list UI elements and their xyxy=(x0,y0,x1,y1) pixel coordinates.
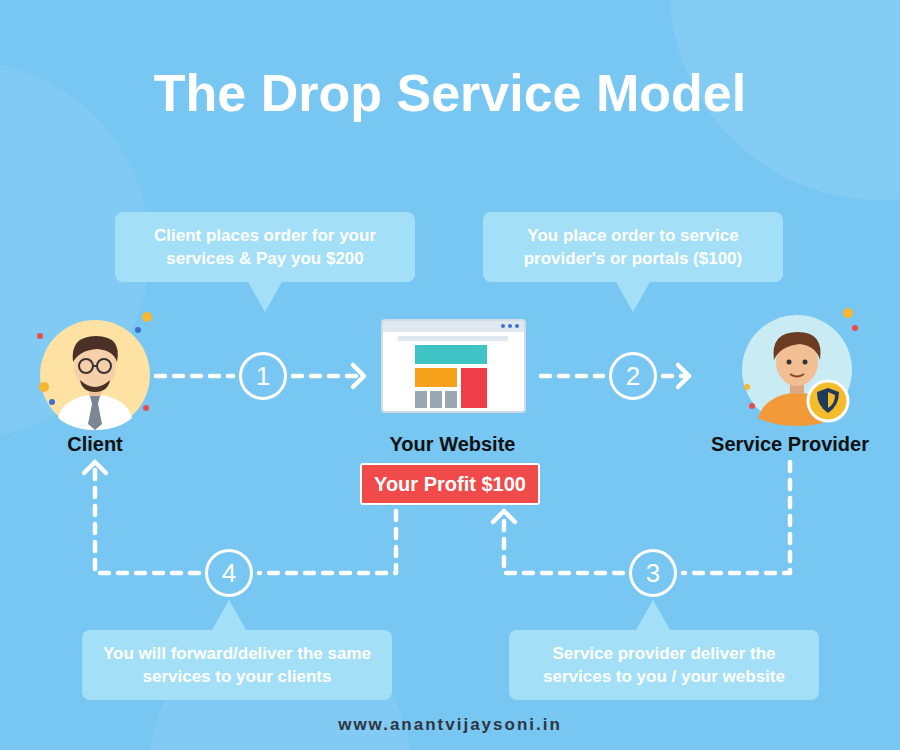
website-figure: Your Website xyxy=(370,318,535,456)
node-text: You place order to service provider's or… xyxy=(495,224,771,271)
diagram-title: The Drop Service Model xyxy=(0,62,900,124)
arrow-head xyxy=(678,365,689,387)
flow-connector xyxy=(683,462,790,573)
flow-connector xyxy=(156,376,233,377)
arrow-head xyxy=(353,365,364,387)
website-icon xyxy=(382,320,525,412)
node-text: You will forward/deliver the same servic… xyxy=(94,642,380,689)
node-text: 4 xyxy=(222,560,236,586)
arrow-head xyxy=(84,462,106,473)
watermark: www.anantvijaysoni.in xyxy=(0,715,900,735)
node-text: 3 xyxy=(646,560,660,586)
callout-bubble: Service provider deliver the services to… xyxy=(509,630,819,700)
callout-bubble: Client places order for your services & … xyxy=(115,212,415,282)
node-text: Service Provider xyxy=(711,432,869,456)
profit-box: Your Profit $100 xyxy=(360,463,540,505)
node-text: Client xyxy=(67,432,123,456)
step-circle: 1 xyxy=(239,352,287,400)
arrow-head xyxy=(493,511,515,522)
dotted-line xyxy=(259,511,396,573)
node-text: 1 xyxy=(256,363,270,389)
flow-connector xyxy=(293,365,364,387)
dotted-line xyxy=(293,374,364,379)
node-text: Your Website xyxy=(390,432,516,456)
flow-connector xyxy=(663,365,689,387)
step-circle: 3 xyxy=(629,549,677,597)
flow-connector xyxy=(541,376,603,377)
dotted-line xyxy=(683,462,790,573)
flow-connector xyxy=(84,462,199,573)
dotted-line xyxy=(504,511,623,573)
flow-connector xyxy=(493,511,623,573)
actor-figure: Service Provider xyxy=(695,318,885,456)
node-text: Your Profit $100 xyxy=(374,472,526,496)
step-circle: 4 xyxy=(205,549,253,597)
dotted-line xyxy=(156,374,233,379)
flow-connector xyxy=(259,511,396,573)
dotted-line xyxy=(95,462,199,573)
provider-avatar xyxy=(742,308,858,426)
node-text: Client places order for your services & … xyxy=(127,224,403,271)
dotted-line xyxy=(541,374,603,379)
actor-figure: Client xyxy=(40,318,150,456)
node-text: Service provider deliver the services to… xyxy=(521,642,807,689)
callout-bubble: You will forward/deliver the same servic… xyxy=(82,630,392,700)
node-text: 2 xyxy=(626,363,640,389)
step-circle: 2 xyxy=(609,352,657,400)
client-avatar xyxy=(37,312,152,430)
callout-bubble: You place order to service provider's or… xyxy=(483,212,783,282)
